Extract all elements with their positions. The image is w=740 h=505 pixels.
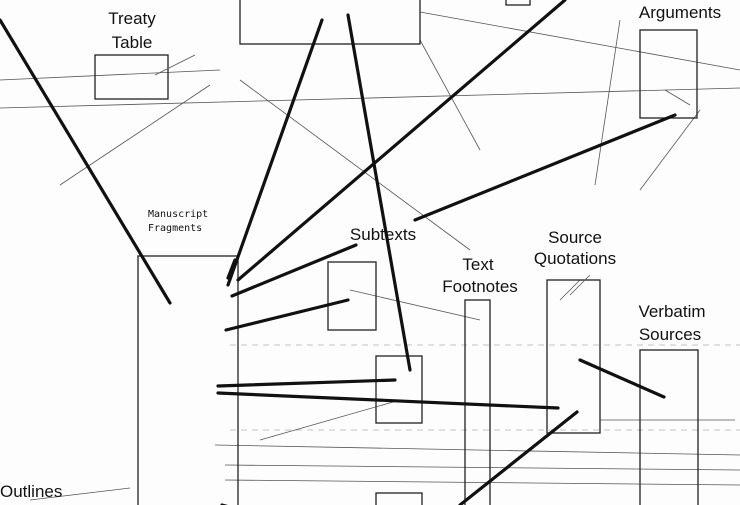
treaty-table-label-2: Table <box>112 33 153 52</box>
manuscript-fragments-box <box>137 255 239 505</box>
verbatim-sources-box <box>639 349 699 505</box>
text-footnotes-label-1: Text <box>462 255 493 274</box>
treaty-table-label-1: Treaty <box>108 9 156 28</box>
manuscript-label-1: Manuscript <box>148 209 208 220</box>
source-quotations-box <box>546 279 601 434</box>
background-lines <box>0 11 740 501</box>
treaty-table-box <box>94 54 169 100</box>
verbatim-sources-label-2: Sources <box>639 325 701 344</box>
manuscript-label-2: Fragments <box>148 223 202 234</box>
subtexts-box <box>327 261 377 331</box>
subtexts-small-box <box>375 355 423 424</box>
top-small-box <box>505 0 531 6</box>
source-quotations-label-2: Quotations <box>534 249 616 268</box>
link-lines <box>0 0 677 505</box>
arguments-box <box>639 29 698 119</box>
outlines-label: Outlines <box>0 482 62 501</box>
bottom-small-box <box>375 492 423 505</box>
arguments-label: Arguments <box>639 3 721 22</box>
source-quotations-label-1: Source <box>548 228 602 247</box>
subtexts-label: Subtexts <box>350 225 416 244</box>
top-center-box <box>239 0 421 45</box>
verbatim-sources-label-1: Verbatim <box>638 302 705 321</box>
text-footnotes-label-2: Footnotes <box>442 277 518 296</box>
